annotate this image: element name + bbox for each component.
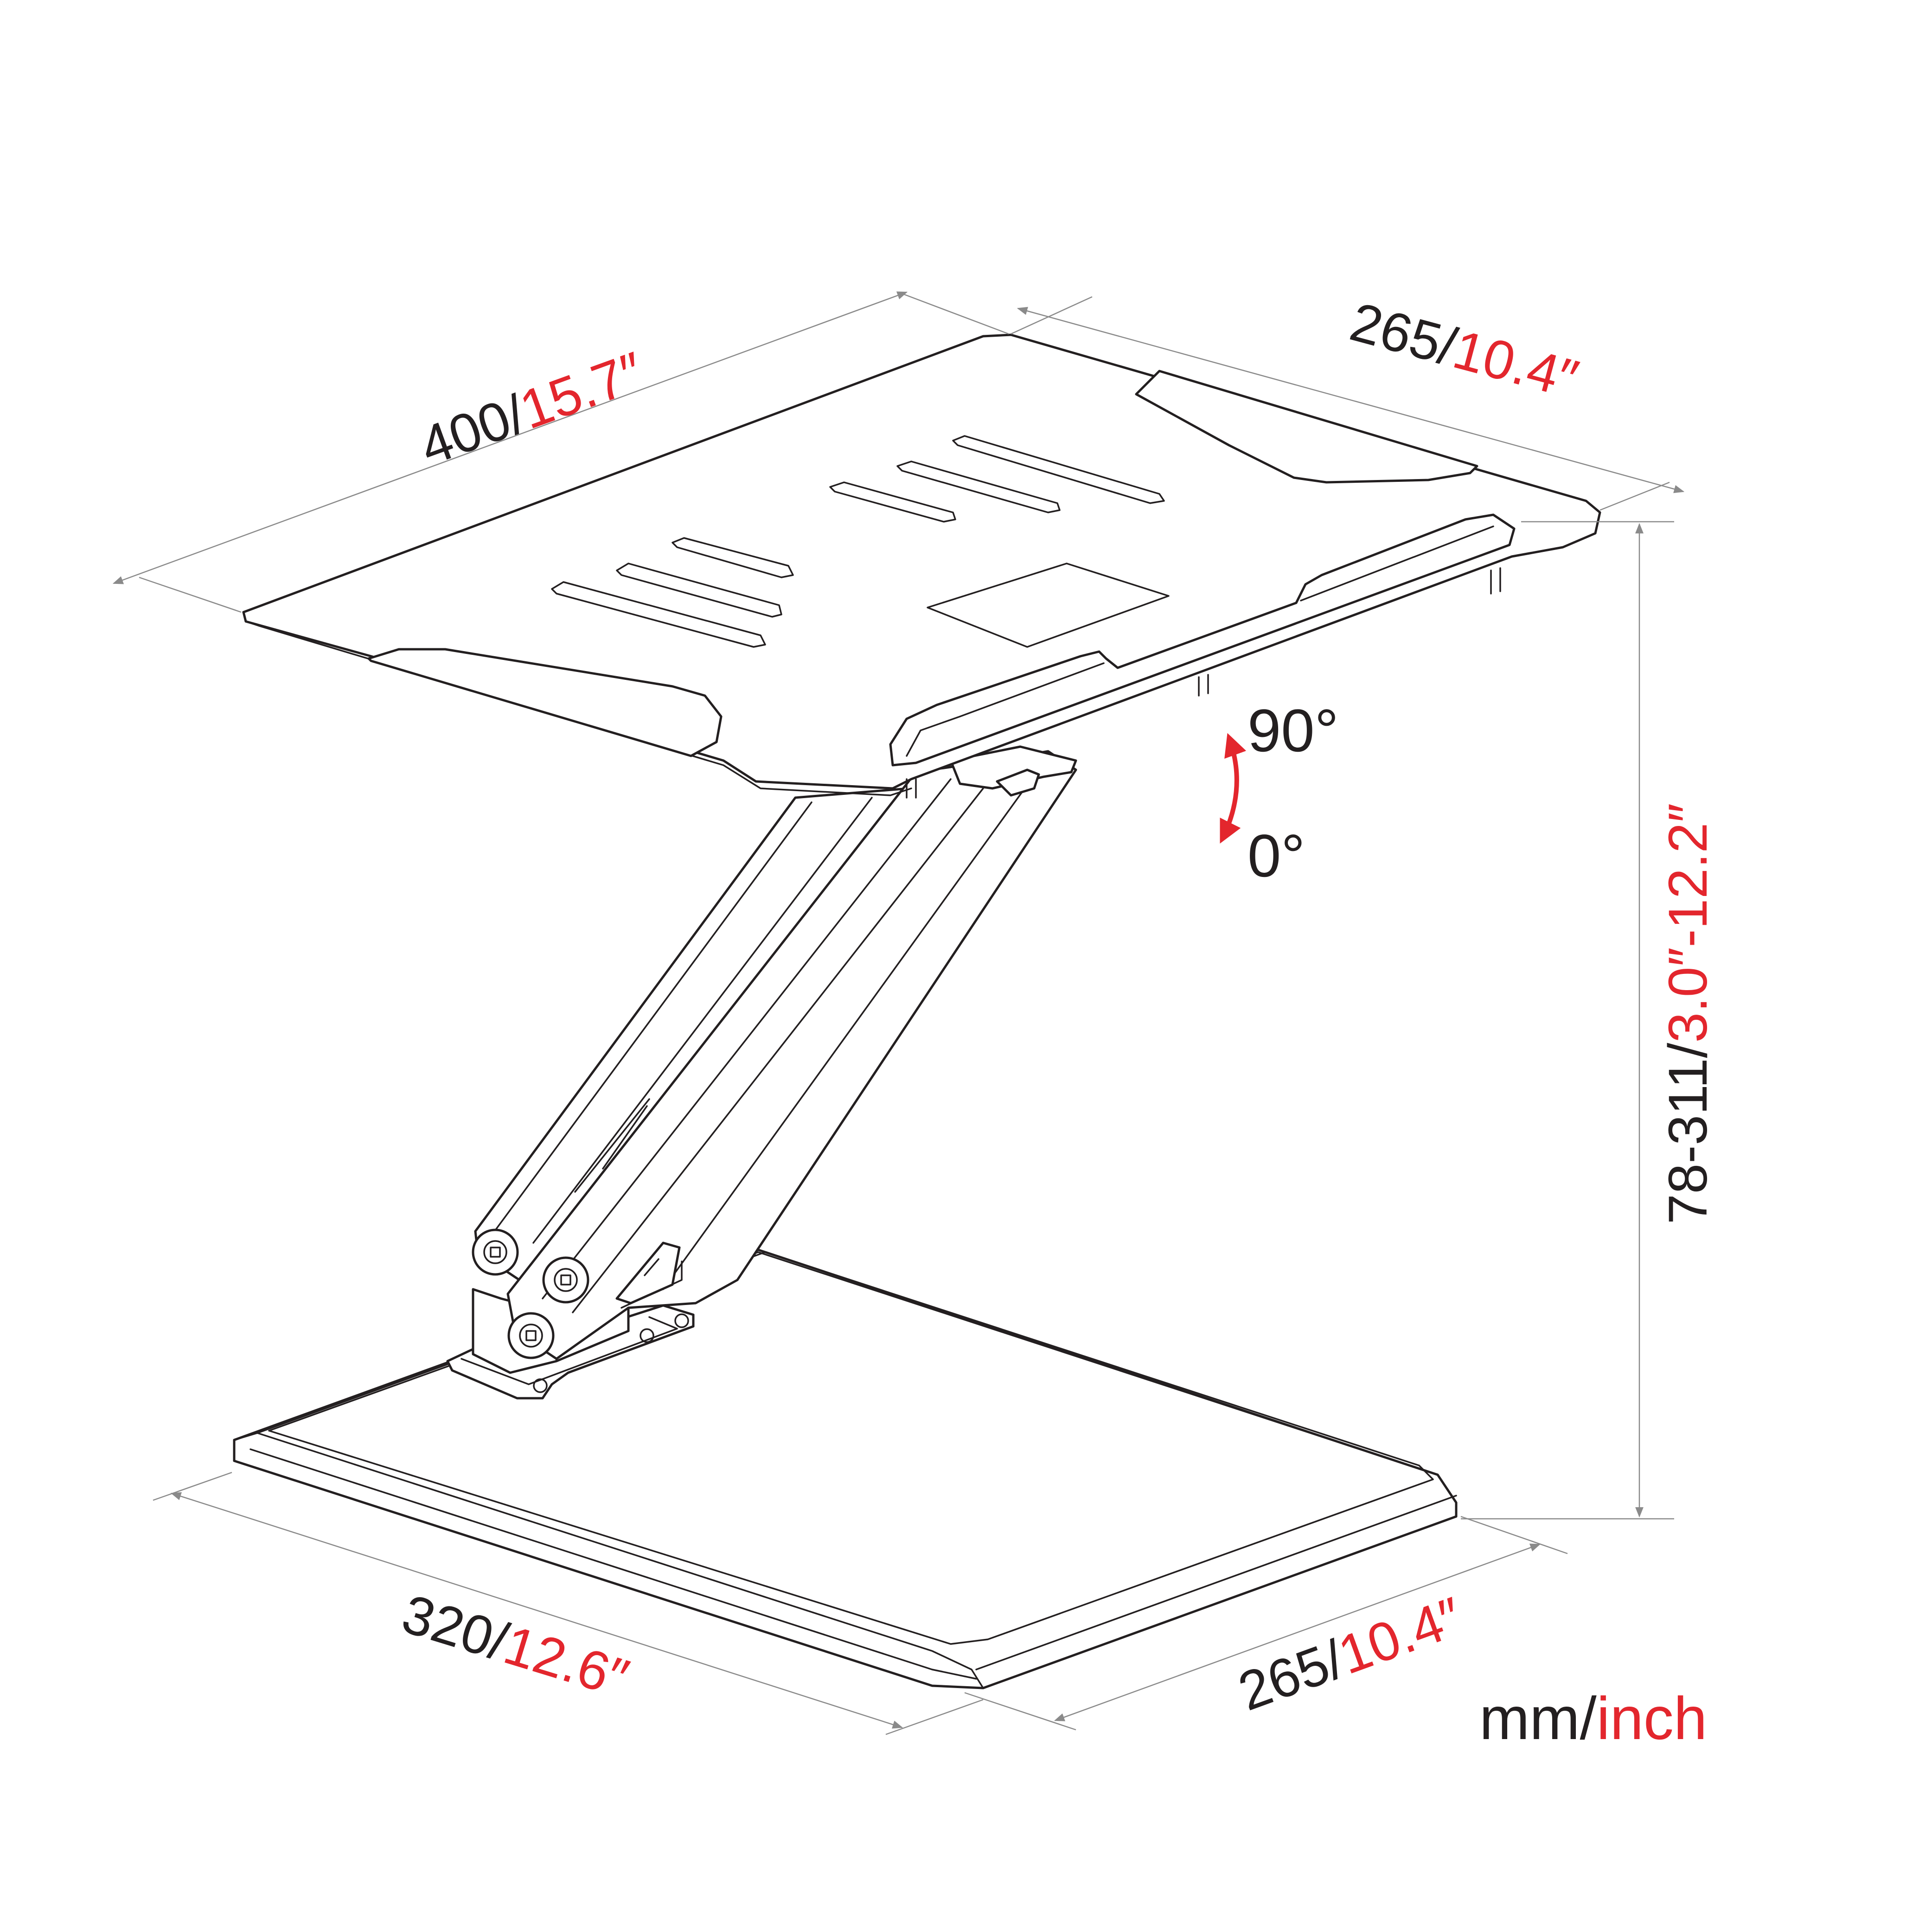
- tilt-arrow-icon: [1220, 733, 1247, 844]
- platform-depth-label: 265/10.4″: [1344, 291, 1584, 410]
- tilt-max-label: 90°: [1247, 697, 1339, 764]
- dimension-lines: [112, 291, 1685, 1735]
- pivot-bolt-icon: [507, 1312, 555, 1359]
- support-arms: [472, 745, 1077, 1374]
- pivot-bolt-icon: [542, 1256, 589, 1304]
- bracket-screw-icon: [533, 1378, 548, 1393]
- bracket-screw-icon: [674, 1313, 689, 1328]
- base-length-label: 320/12.6″: [395, 1583, 635, 1710]
- base-depth-label: 265/10.4″: [1231, 1586, 1470, 1722]
- platform-length-label: 400/15.7″: [412, 340, 652, 477]
- tilt-min-label: 0°: [1247, 822, 1305, 889]
- center-pad: [927, 563, 1170, 648]
- height-range-label: 78-311/3.0″-12.2″: [1657, 803, 1719, 1224]
- laptop-platform: [242, 333, 1601, 799]
- pivot-bolt-icon: [472, 1228, 519, 1276]
- units-legend: mm/inch: [1479, 1684, 1707, 1752]
- bracket-screw-icon: [640, 1328, 654, 1343]
